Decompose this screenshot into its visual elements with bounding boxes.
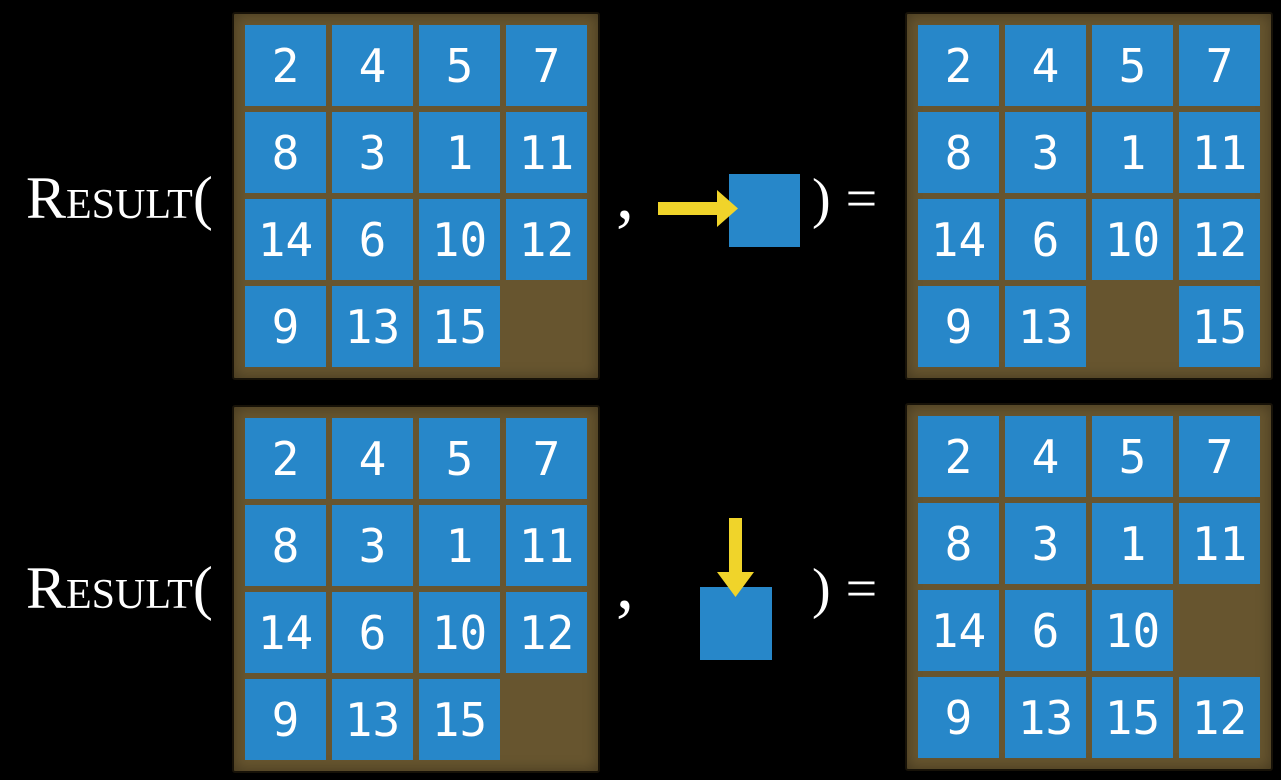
puzzle-tile: 15 — [1092, 677, 1173, 758]
puzzle-tile: 13 — [332, 679, 413, 760]
puzzle-tile: 3 — [332, 505, 413, 586]
equals-sign: = — [845, 558, 878, 620]
puzzle-tile: 14 — [918, 199, 999, 280]
empty-cell — [506, 679, 587, 760]
result-function-label: Result( — [26, 165, 213, 231]
puzzle-tile: 12 — [506, 199, 587, 280]
puzzle-tile: 10 — [419, 199, 500, 280]
comma: , — [616, 544, 634, 624]
puzzle-tile: 6 — [1005, 199, 1086, 280]
equals-sign: = — [845, 168, 878, 230]
puzzle-tile: 8 — [918, 503, 999, 584]
puzzle-tile: 10 — [419, 592, 500, 673]
puzzle-tile: 13 — [1005, 286, 1086, 367]
puzzle-tile: 9 — [245, 286, 326, 367]
puzzle-tile: 1 — [1092, 503, 1173, 584]
puzzle-tile: 9 — [918, 286, 999, 367]
puzzle-tile: 1 — [419, 112, 500, 193]
puzzle-tile: 7 — [1179, 25, 1260, 106]
puzzle-tile: 2 — [245, 418, 326, 499]
puzzle-tile: 5 — [419, 418, 500, 499]
close-paren-equals: ) = — [812, 561, 877, 617]
puzzle-tile: 9 — [245, 679, 326, 760]
result-function-label: Result( — [26, 555, 213, 621]
puzzle-tile: 6 — [1005, 590, 1086, 671]
down-arrow-into-blank-icon — [700, 518, 772, 660]
puzzle-tile: 5 — [1092, 25, 1173, 106]
puzzle-tile: 12 — [506, 592, 587, 673]
right-arrow-head — [717, 190, 738, 227]
puzzle-tile: 14 — [245, 199, 326, 280]
puzzle-tile: 13 — [332, 286, 413, 367]
puzzle-tile: 3 — [1005, 112, 1086, 193]
puzzle-tile: 15 — [419, 679, 500, 760]
puzzle-tile: 11 — [1179, 503, 1260, 584]
puzzle-tile: 1 — [419, 505, 500, 586]
puzzle-tile: 2 — [918, 25, 999, 106]
puzzle-tile: 2 — [245, 25, 326, 106]
puzzle-tile: 4 — [1005, 416, 1086, 497]
right-arrow-into-blank-icon — [658, 174, 800, 247]
puzzle-tile: 15 — [419, 286, 500, 367]
puzzle-tile: 11 — [1179, 112, 1260, 193]
puzzle-tile: 4 — [1005, 25, 1086, 106]
close-paren: ) — [812, 558, 831, 620]
action-tile — [700, 587, 772, 660]
puzzle-tile: 5 — [1092, 416, 1173, 497]
puzzle-tile: 11 — [506, 112, 587, 193]
puzzle-tile: 13 — [1005, 677, 1086, 758]
puzzle-tile: 7 — [506, 418, 587, 499]
puzzle-tile: 2 — [918, 416, 999, 497]
puzzle-tile: 11 — [506, 505, 587, 586]
puzzle-tile: 3 — [1005, 503, 1086, 584]
puzzle-tile: 12 — [1179, 199, 1260, 280]
comma: , — [616, 154, 634, 234]
puzzle-tile: 5 — [419, 25, 500, 106]
puzzle-tile: 9 — [918, 677, 999, 758]
empty-cell — [1179, 590, 1260, 671]
puzzle-tile: 1 — [1092, 112, 1173, 193]
puzzle-tile: 8 — [918, 112, 999, 193]
puzzle-tile: 7 — [1179, 416, 1260, 497]
puzzle-tile: 6 — [332, 592, 413, 673]
puzzle-tile: 4 — [332, 418, 413, 499]
puzzle-tile: 15 — [1179, 286, 1260, 367]
puzzle-tile: 10 — [1092, 590, 1173, 671]
puzzle-tile: 3 — [332, 112, 413, 193]
puzzle-tile: 7 — [506, 25, 587, 106]
puzzle-tile: 14 — [245, 592, 326, 673]
close-paren: ) — [812, 168, 831, 230]
puzzle-tile: 14 — [918, 590, 999, 671]
close-paren-equals: ) = — [812, 171, 877, 227]
right-arrow-shaft — [658, 202, 720, 215]
puzzle-tile: 6 — [332, 199, 413, 280]
puzzle-tile: 4 — [332, 25, 413, 106]
puzzle-tile: 8 — [245, 112, 326, 193]
puzzle-tile: 10 — [1092, 199, 1173, 280]
puzzle-tile: 8 — [245, 505, 326, 586]
action-tile — [729, 174, 800, 247]
down-arrow-shaft — [729, 518, 742, 575]
puzzle-tile: 12 — [1179, 677, 1260, 758]
down-arrow-head — [717, 572, 754, 597]
